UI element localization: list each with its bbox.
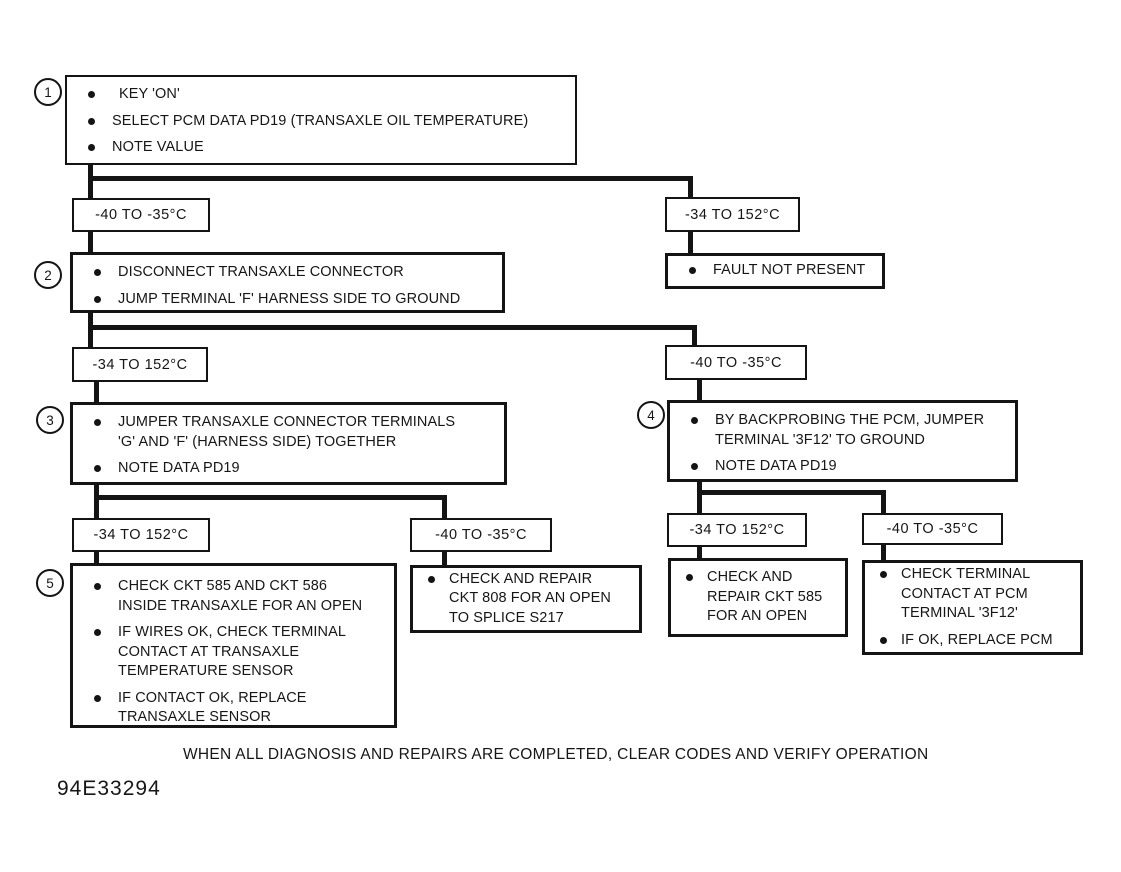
- bullet-icon: [94, 419, 101, 426]
- bullet-item: NOTE DATA PD19: [73, 459, 504, 479]
- bullet-icon: [686, 574, 693, 582]
- bullet-icon: [88, 117, 95, 125]
- bullet-icon: [94, 269, 101, 276]
- bullet-icon: [94, 694, 101, 702]
- bullet-item: NOTE VALUE: [67, 138, 575, 158]
- bullet-item: BY BACKPROBING THE PCM, JUMPER TERMINAL …: [670, 411, 1015, 450]
- bullet-text: NOTE DATA PD19: [715, 458, 837, 474]
- completion-note: WHEN ALL DIAGNOSIS AND REPAIRS ARE COMPL…: [183, 746, 929, 763]
- connector-line: [692, 325, 697, 348]
- step-5-badge: 5: [36, 569, 64, 597]
- bullet-icon: [94, 465, 101, 472]
- bullet-item: IF CONTACT OK, REPLACE TRANSAXLE SENSOR: [73, 689, 394, 728]
- connector-line: [94, 482, 99, 521]
- bullet-icon: [880, 571, 887, 578]
- fault-not-present-box: FAULT NOT PRESENT: [665, 253, 885, 289]
- step-1-badge: 1: [34, 78, 62, 106]
- bullet-item: FAULT NOT PRESENT: [668, 261, 882, 281]
- bullet-text: IF CONTACT OK, REPLACE TRANSAXLE SENSOR: [118, 689, 307, 726]
- bullet-item: JUMP TERMINAL 'F' HARNESS SIDE TO GROUND: [73, 290, 502, 310]
- step-1-box: KEY 'ON' SELECT PCM DATA PD19 (TRANSAXLE…: [65, 75, 577, 165]
- connector-line: [442, 495, 447, 521]
- bullet-item: IF OK, REPLACE PCM: [865, 631, 1080, 651]
- bullet-icon: [94, 629, 101, 636]
- step-3-badge: 3: [36, 406, 64, 434]
- replace-pcm-box: CHECK TERMINAL CONTACT AT PCM TERMINAL '…: [862, 560, 1083, 655]
- connector-line: [881, 542, 886, 563]
- bullet-icon: [691, 417, 698, 424]
- connector-line: [697, 490, 886, 495]
- repair-ckt585-box: CHECK AND REPAIR CKT 585 FOR AN OPEN: [668, 558, 848, 637]
- bullet-icon: [691, 463, 698, 470]
- connector-line: [688, 230, 693, 256]
- connector-line: [688, 176, 693, 200]
- connector-line: [94, 495, 447, 500]
- connector-line: [88, 162, 93, 200]
- bullet-item: CHECK AND REPAIR CKT 585 FOR AN OPEN: [671, 568, 845, 627]
- bullet-icon: [94, 583, 101, 590]
- connector-line: [881, 490, 886, 516]
- step-3-box: JUMPER TRANSAXLE CONNECTOR TERMINALS 'G'…: [70, 402, 507, 485]
- bullet-text: DISCONNECT TRANSAXLE CONNECTOR: [118, 264, 404, 280]
- bullet-text: BY BACKPROBING THE PCM, JUMPER TERMINAL …: [715, 412, 985, 448]
- connector-line: [94, 379, 99, 405]
- bullet-item: DISCONNECT TRANSAXLE CONNECTOR: [73, 263, 502, 283]
- step-5-box: CHECK CKT 585 AND CKT 586 INSIDE TRANSAX…: [70, 563, 397, 728]
- connector-line: [88, 310, 93, 350]
- bullet-icon: [94, 295, 101, 303]
- bullet-item: KEY 'ON': [67, 85, 575, 105]
- temp-range-label-hot: -34 TO 152°C: [667, 513, 807, 547]
- bullet-text: NOTE VALUE: [112, 139, 204, 155]
- bullet-text: CHECK TERMINAL CONTACT AT PCM TERMINAL '…: [901, 566, 1030, 621]
- bullet-text: IF OK, REPLACE PCM: [901, 631, 1053, 648]
- connector-line: [442, 549, 447, 568]
- bullet-text: CHECK AND REPAIR CKT 585 FOR AN OPEN: [707, 569, 823, 625]
- repair-ckt808-box: CHECK AND REPAIR CKT 808 FOR AN OPEN TO …: [410, 565, 642, 633]
- connector-line: [88, 230, 93, 255]
- bullet-text: CHECK CKT 585 AND CKT 586 INSIDE TRANSAX…: [118, 578, 363, 614]
- bullet-icon: [88, 91, 95, 98]
- bullet-item: CHECK AND REPAIR CKT 808 FOR AN OPEN TO …: [413, 570, 639, 629]
- figure-id: 94E33294: [57, 777, 161, 800]
- bullet-text: JUMPER TRANSAXLE CONNECTOR TERMINALS 'G'…: [118, 414, 456, 450]
- bullet-text: NOTE DATA PD19: [118, 460, 240, 476]
- connector-line: [697, 479, 702, 516]
- temp-range-label-cold: -40 TO -35°C: [862, 513, 1003, 545]
- bullet-text: IF WIRES OK, CHECK TERMINAL CONTACT AT T…: [118, 624, 346, 679]
- bullet-icon: [689, 267, 696, 275]
- temp-range-label-cold: -40 TO -35°C: [410, 518, 552, 552]
- connector-line: [88, 176, 693, 181]
- bullet-text: KEY 'ON': [119, 86, 180, 102]
- connector-line: [697, 377, 702, 403]
- bullet-text: FAULT NOT PRESENT: [713, 262, 866, 279]
- bullet-item: CHECK CKT 585 AND CKT 586 INSIDE TRANSAX…: [73, 577, 394, 616]
- temp-range-label-hot: -34 TO 152°C: [665, 197, 800, 232]
- bullet-item: IF WIRES OK, CHECK TERMINAL CONTACT AT T…: [73, 623, 394, 682]
- step-2-badge: 2: [34, 261, 62, 289]
- temp-range-label-hot: -34 TO 152°C: [72, 518, 210, 552]
- step-4-box: BY BACKPROBING THE PCM, JUMPER TERMINAL …: [667, 400, 1018, 482]
- bullet-item: JUMPER TRANSAXLE CONNECTOR TERMINALS 'G'…: [73, 413, 504, 452]
- bullet-text: CHECK AND REPAIR CKT 808 FOR AN OPEN TO …: [449, 570, 611, 626]
- bullet-item: NOTE DATA PD19: [670, 457, 1015, 477]
- connector-line: [697, 544, 702, 561]
- bullet-item: CHECK TERMINAL CONTACT AT PCM TERMINAL '…: [865, 565, 1080, 624]
- connector-line: [94, 549, 99, 566]
- bullet-icon: [880, 636, 887, 644]
- bullet-icon: [428, 575, 435, 583]
- bullet-text: SELECT PCM DATA PD19 (TRANSAXLE OIL TEMP…: [112, 112, 529, 129]
- bullet-item: SELECT PCM DATA PD19 (TRANSAXLE OIL TEMP…: [67, 112, 575, 132]
- step-2-box: DISCONNECT TRANSAXLE CONNECTOR JUMP TERM…: [70, 252, 505, 313]
- temp-range-label-cold: -40 TO -35°C: [665, 345, 807, 380]
- temp-range-label-hot: -34 TO 152°C: [72, 347, 208, 382]
- step-4-badge: 4: [637, 401, 665, 429]
- temp-range-label-cold: -40 TO -35°C: [72, 198, 210, 232]
- bullet-icon: [88, 144, 95, 151]
- bullet-text: JUMP TERMINAL 'F' HARNESS SIDE TO GROUND: [118, 290, 461, 307]
- connector-line: [88, 325, 697, 330]
